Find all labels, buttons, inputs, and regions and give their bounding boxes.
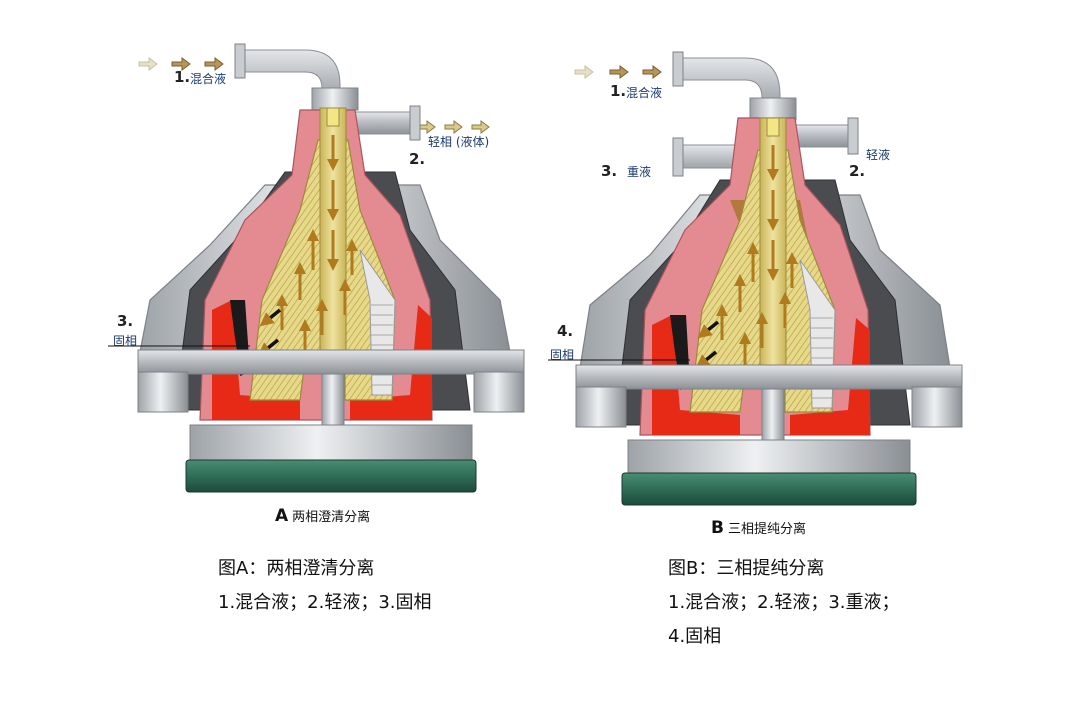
feed-tube-top-b [766, 117, 780, 137]
lower-ring-b [575, 364, 963, 390]
light-number-a: 2. [409, 150, 426, 168]
light-outlet-pipe-b [789, 117, 859, 155]
spindle-a [321, 367, 345, 431]
caption-text-b: 三相提纯分离 [727, 522, 806, 537]
description-b-items: 1.混合液；2.轻液；3.重液； [668, 592, 900, 613]
inlet-label-a: 混合液 [190, 72, 227, 86]
caption-letter-b: B [711, 518, 724, 538]
heavy-label-b: 重液 [627, 165, 652, 179]
inlet-flow-arrows-b [574, 65, 662, 79]
top-collar-a [311, 87, 359, 111]
description-a-items: 1.混合液；2.轻液；3.固相 [218, 592, 432, 613]
description-b: 图B：三相提纯分离 1.混合液；2.轻液；3.重液； 4.固相 [668, 552, 900, 654]
caption-letter-a: A [275, 506, 289, 526]
left-flange-a [137, 371, 189, 413]
light-outlet-pipe-a [351, 105, 421, 141]
right-flange-b [911, 386, 963, 428]
base-drum-a [189, 424, 473, 466]
base-drum-b [627, 439, 911, 479]
base-motor-a [185, 459, 477, 493]
inlet-flow-arrows-a [138, 57, 224, 71]
solid-label-b: 固相 [550, 348, 575, 362]
inlet-number-b: 1. [610, 82, 627, 100]
description-a: 图A：两相澄清分离 1.混合液；2.轻液；3.固相 [218, 552, 432, 620]
internal-flow-arrows-b [716, 145, 798, 368]
caption-text-a: 两相澄清分离 [292, 510, 371, 525]
solid-number-b: 4. [557, 322, 574, 340]
separator-a [108, 43, 525, 493]
heavy-number-b: 3. [601, 162, 618, 180]
description-a-title: 图A：两相澄清分离 [218, 558, 375, 579]
description-b-title: 图B：三相提纯分离 [668, 558, 825, 579]
solid-number-a: 3. [117, 312, 134, 330]
light-number-b: 2. [849, 162, 866, 180]
separator-b [548, 51, 963, 506]
light-label-b: 轻液 [866, 148, 891, 162]
feed-tube-top-a [326, 107, 340, 127]
solid-label-a: 固相 [113, 334, 138, 348]
description-b-items-cont: 4.固相 [668, 626, 722, 647]
top-collar-b [749, 97, 797, 121]
solids-layer-b-right [790, 318, 870, 435]
light-flow-arrows-a [417, 120, 490, 134]
right-flange-a [473, 371, 525, 413]
solid-flow-arrows-b [695, 320, 720, 369]
internal-flow-arrows-a [276, 135, 358, 355]
light-label-a: 轻相 (液体) [428, 135, 490, 149]
inlet-number-a: 1. [174, 68, 191, 86]
inlet-label-b: 混合液 [626, 86, 663, 100]
base-motor-b [621, 472, 917, 506]
lower-ring-a [137, 349, 525, 375]
solids-layer-a-right [350, 305, 432, 420]
left-flange-b [575, 386, 627, 428]
